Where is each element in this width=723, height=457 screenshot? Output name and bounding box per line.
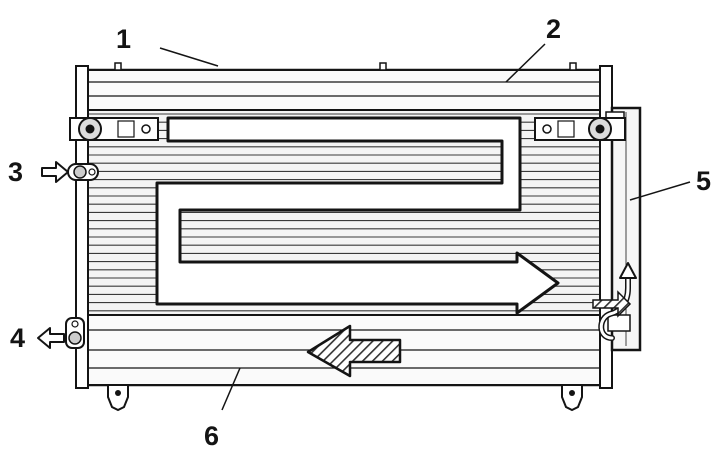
- outlet-arrow: [37, 327, 65, 349]
- refrigerant-flow-path: [155, 116, 560, 315]
- callout-label-2: 2: [546, 14, 561, 44]
- callout-label-3: 3: [8, 157, 23, 187]
- left-side-header: [75, 65, 89, 389]
- callout-label-1: 1: [116, 24, 131, 54]
- leader-line-2: [505, 43, 546, 83]
- top-header-tank: [79, 69, 609, 111]
- leader-lines: [159, 43, 691, 411]
- inlet-arrow: [41, 161, 69, 183]
- right-mounting-pin: [561, 384, 583, 412]
- leader-line-5: [629, 181, 691, 201]
- callout-label-4: 4: [10, 323, 25, 353]
- receiver-flow-arrow: [592, 262, 637, 341]
- leader-line-6: [221, 367, 241, 411]
- callout-label-6: 6: [204, 421, 219, 451]
- right-upper-bracket: [534, 117, 626, 141]
- left-upper-bracket: [69, 117, 159, 141]
- left-mounting-pin: [107, 384, 129, 412]
- inlet-fitting: [67, 163, 99, 181]
- return-flow-arrow: [306, 324, 402, 378]
- outlet-fitting: [65, 317, 85, 349]
- callout-label-5: 5: [696, 166, 711, 196]
- leader-line-1: [159, 47, 219, 67]
